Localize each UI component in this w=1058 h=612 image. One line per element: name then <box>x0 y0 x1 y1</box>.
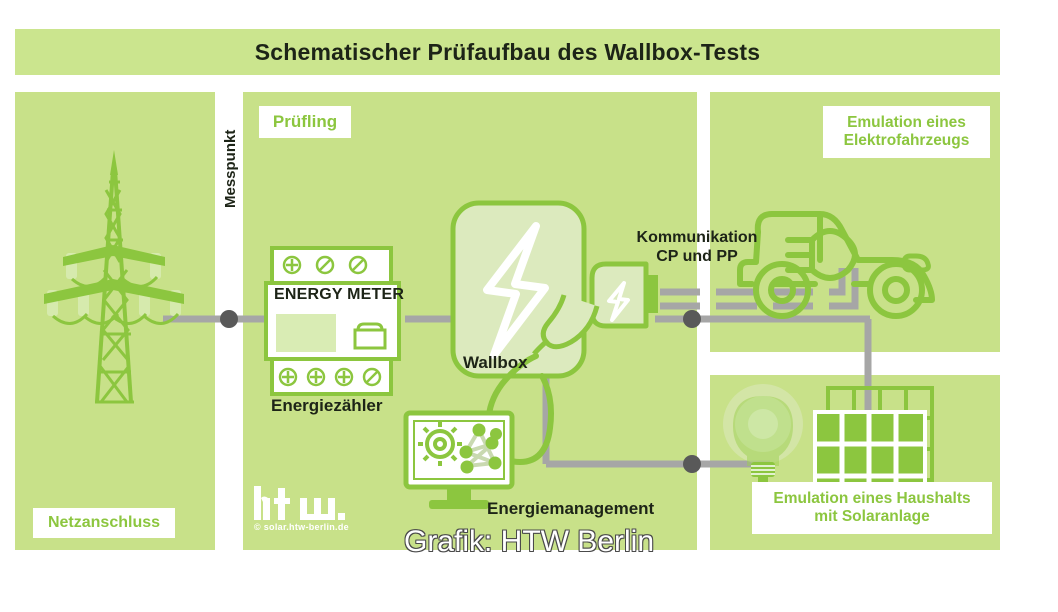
transmission-tower-icon <box>44 150 184 404</box>
label-ev-line2: Elektrofahrzeugs <box>843 132 970 149</box>
label-emulation-haushalt: Emulation eines Haushalts mit Solaranlag… <box>752 482 992 534</box>
label-messpunkt: Messpunkt <box>222 129 239 208</box>
htw-logo-caption: © solar.htw-berlin.de <box>254 522 349 532</box>
monitor-icon <box>403 410 515 509</box>
gear-icon <box>418 422 462 466</box>
plug-icon <box>785 228 858 281</box>
label-house-line1: Emulation eines Haushalts <box>773 490 971 508</box>
htw-logo: © solar.htw-berlin.de <box>252 484 372 538</box>
light-bulb-icon <box>723 384 803 485</box>
label-kommunikation: Kommunikation CP und PP <box>622 228 772 266</box>
connector-bolt-icon <box>607 281 630 322</box>
network-nodes-icon <box>459 423 502 474</box>
label-kommunikation-line1: Kommunikation <box>636 229 758 246</box>
label-pruefling-text: Prüfling <box>272 112 338 132</box>
htw-wordmark-icon <box>254 486 345 520</box>
label-netzanschluss-text: Netzanschluss <box>47 513 161 531</box>
label-energiemanagement: Energiemanagement <box>487 499 655 518</box>
electric-car-icon <box>737 211 935 319</box>
label-pruefling: Prüfling <box>259 106 351 138</box>
label-energiezaehler: Energiezähler <box>271 396 383 415</box>
wallbox-icon <box>450 200 587 379</box>
energy-meter-display-text: ENERGY METER <box>274 286 405 303</box>
label-house-line2: mit Solaranlage <box>814 508 930 525</box>
diagram-title-bar: Schematischer Prüfaufbau des Wallbox-Tes… <box>15 29 1000 75</box>
label-kommunikation-line2: CP und PP <box>656 248 738 266</box>
watermark-credit: Grafik: HTW Berlin <box>403 525 655 558</box>
ev-connector-icon <box>532 261 658 356</box>
label-wallbox: Wallbox <box>463 353 528 372</box>
measurement-point-dot <box>220 310 701 473</box>
label-emulation-elektrofahrzeug: Emulation eines Elektrofahrzeugs <box>823 106 990 158</box>
label-ev-line1: Emulation eines <box>847 114 966 132</box>
lightning-bolt-icon <box>483 222 549 359</box>
label-netzanschluss: Netzanschluss <box>33 508 175 538</box>
page-title: Schematischer Prüfaufbau des Wallbox-Tes… <box>254 38 761 65</box>
energy-meter-icon <box>264 246 401 396</box>
